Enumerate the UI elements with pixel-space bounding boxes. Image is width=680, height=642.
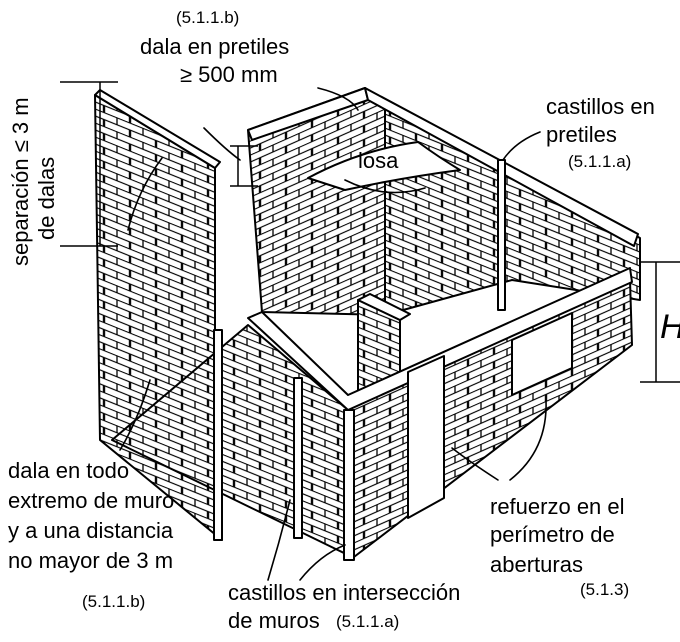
slab-outline bbox=[307, 141, 461, 191]
castillo-post bbox=[343, 409, 355, 561]
door-opening bbox=[407, 355, 445, 519]
refuerzo-label-2: perímetro de bbox=[490, 522, 615, 547]
leader-dala-pretiles-left bbox=[203, 127, 241, 161]
dala-extremo-label-3: y a una distancia bbox=[8, 518, 174, 543]
dala-pretiles-label-1: dala en pretiles bbox=[140, 34, 290, 59]
castillo-post bbox=[497, 159, 506, 311]
left-panel-edge bbox=[94, 89, 221, 169]
dala-pretiles-label-2: ≥ 500 mm bbox=[180, 62, 278, 87]
castillos-pretiles-ref: (5.1.1.a) bbox=[568, 152, 632, 171]
castillos-interseccion-ref: (5.1.1.a) bbox=[336, 612, 400, 631]
castillos-interseccion-label-1: castillos en intersección bbox=[228, 580, 461, 605]
window-opening bbox=[511, 312, 573, 396]
castillo-post bbox=[213, 329, 223, 541]
height-label: H bbox=[660, 308, 680, 346]
refuerzo-ref: (5.1.3) bbox=[580, 580, 630, 599]
refuerzo-label-3: aberturas bbox=[490, 552, 583, 577]
leader-losa bbox=[344, 179, 426, 194]
separacion-label-2: de dalas bbox=[34, 156, 59, 240]
interior-wall-top bbox=[357, 293, 411, 321]
castillos-interseccion-label-2: de muros bbox=[228, 608, 320, 633]
losa-label: losa bbox=[358, 148, 399, 173]
leader-dala-pretiles bbox=[317, 87, 359, 111]
dala-pretiles-ref: (5.1.1.b) bbox=[176, 8, 240, 27]
leader-dala-extremo bbox=[119, 379, 151, 451]
leader-castillos-pretiles bbox=[502, 131, 541, 161]
castillos-pretiles-label-2: pretiles bbox=[546, 122, 617, 147]
dala-extremo-label-1: dala en todo bbox=[8, 458, 130, 483]
leader-refuerzo-1 bbox=[451, 447, 499, 481]
leader-castillos-inter-2 bbox=[299, 544, 346, 581]
dala-extremo-label-4: no mayor de 3 m bbox=[8, 548, 174, 573]
leader-refuerzo-2 bbox=[509, 399, 547, 481]
dala-extremo-ref: (5.1.1.b) bbox=[82, 592, 146, 611]
castillo-post bbox=[293, 377, 303, 539]
refuerzo-label-1: refuerzo en el bbox=[490, 494, 625, 519]
separacion-label-1: separación ≤ 3 m bbox=[8, 97, 33, 266]
dala-extremo-label-2: extremo de muro bbox=[8, 488, 175, 513]
castillos-pretiles-label-1: castillos en bbox=[546, 94, 655, 119]
leader-separacion bbox=[127, 157, 163, 231]
leader-castillos-inter-1 bbox=[267, 499, 291, 581]
